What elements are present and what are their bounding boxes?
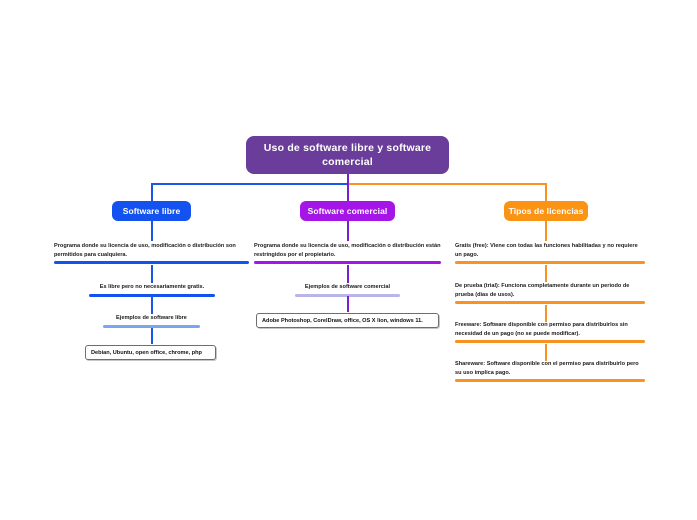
leaf-libre-ejemplos[interactable]: Ejemplos de software libre	[103, 314, 200, 328]
connector-spine-left	[151, 183, 348, 185]
connector-libre-3	[151, 296, 153, 314]
connector-libre-4	[151, 328, 153, 344]
connector-drop-left	[151, 183, 153, 201]
leaf-libre-ejemplos-text: Ejemplos de software libre	[116, 315, 187, 321]
leaf-bar	[89, 293, 215, 297]
connector-comercial-3	[347, 296, 349, 312]
branch-node-software-comercial[interactable]: Software comercial	[300, 201, 395, 221]
leaf-bar	[103, 324, 200, 328]
leaf-bar	[455, 301, 645, 305]
leaf-comercial-definicion-text: Programa donde su licencia de uso, modif…	[254, 243, 441, 258]
connector-libre-1	[151, 221, 153, 241]
root-node[interactable]: Uso de software libre y software comerci…	[246, 136, 449, 174]
leaf-licencia-shareware-text: Shareware: Software disponible con el pe…	[455, 361, 639, 376]
example-box-software-libre[interactable]: Debian, Ubuntu, open office, chrome, php	[85, 345, 216, 360]
connector-drop-center	[347, 183, 349, 201]
connector-licencias-4	[545, 344, 547, 361]
leaf-libre-gratis-text: Es libre pero no necesariamente gratis.	[99, 284, 205, 290]
leaf-comercial-ejemplos[interactable]: Ejemplos de software comercial	[295, 283, 400, 297]
connector-drop-right	[545, 183, 547, 201]
connector-comercial-2	[347, 265, 349, 283]
branch-node-software-libre[interactable]: Software libre	[112, 201, 191, 221]
leaf-libre-gratis[interactable]: Es libre pero no necesariamente gratis.	[89, 283, 215, 297]
leaf-comercial-definicion[interactable]: Programa donde su licencia de uso, modif…	[254, 242, 441, 265]
leaf-bar	[455, 340, 645, 344]
connector-licencias-2	[545, 265, 547, 282]
leaf-licencia-freeware-text: Freeware: Software disponible con permis…	[455, 322, 628, 337]
leaf-licencia-shareware[interactable]: Shareware: Software disponible con el pe…	[455, 360, 645, 383]
connector-root-stem	[347, 174, 349, 184]
connector-licencias-1	[545, 221, 547, 241]
leaf-libre-definicion[interactable]: Programa donde su licencia de uso, modif…	[54, 242, 249, 265]
connector-spine-right	[347, 183, 546, 185]
leaf-licencia-gratis[interactable]: Gratis (free): Viene con todas las funci…	[455, 242, 645, 265]
leaf-bar	[254, 261, 441, 265]
leaf-bar	[54, 261, 249, 265]
connector-libre-2	[151, 265, 153, 283]
leaf-comercial-ejemplos-text: Ejemplos de software comercial	[304, 284, 391, 290]
example-box-software-comercial[interactable]: Adobe Photoshop, CorelDraw, office, OS X…	[256, 313, 439, 328]
leaf-licencia-trial-text: De prueba (trial): Funciona completament…	[455, 283, 630, 298]
leaf-bar	[455, 261, 645, 265]
leaf-libre-definicion-text: Programa donde su licencia de uso, modif…	[54, 243, 236, 258]
leaf-licencia-gratis-text: Gratis (free): Viene con todas las funci…	[455, 243, 638, 258]
leaf-bar	[295, 293, 400, 297]
connector-licencias-3	[545, 305, 547, 322]
leaf-bar	[455, 379, 645, 383]
leaf-licencia-trial[interactable]: De prueba (trial): Funciona completament…	[455, 282, 645, 305]
leaf-licencia-freeware[interactable]: Freeware: Software disponible con permis…	[455, 321, 645, 344]
connector-comercial-1	[347, 221, 349, 241]
branch-node-tipos-de-licencias[interactable]: Tipos de licencias	[504, 201, 588, 221]
